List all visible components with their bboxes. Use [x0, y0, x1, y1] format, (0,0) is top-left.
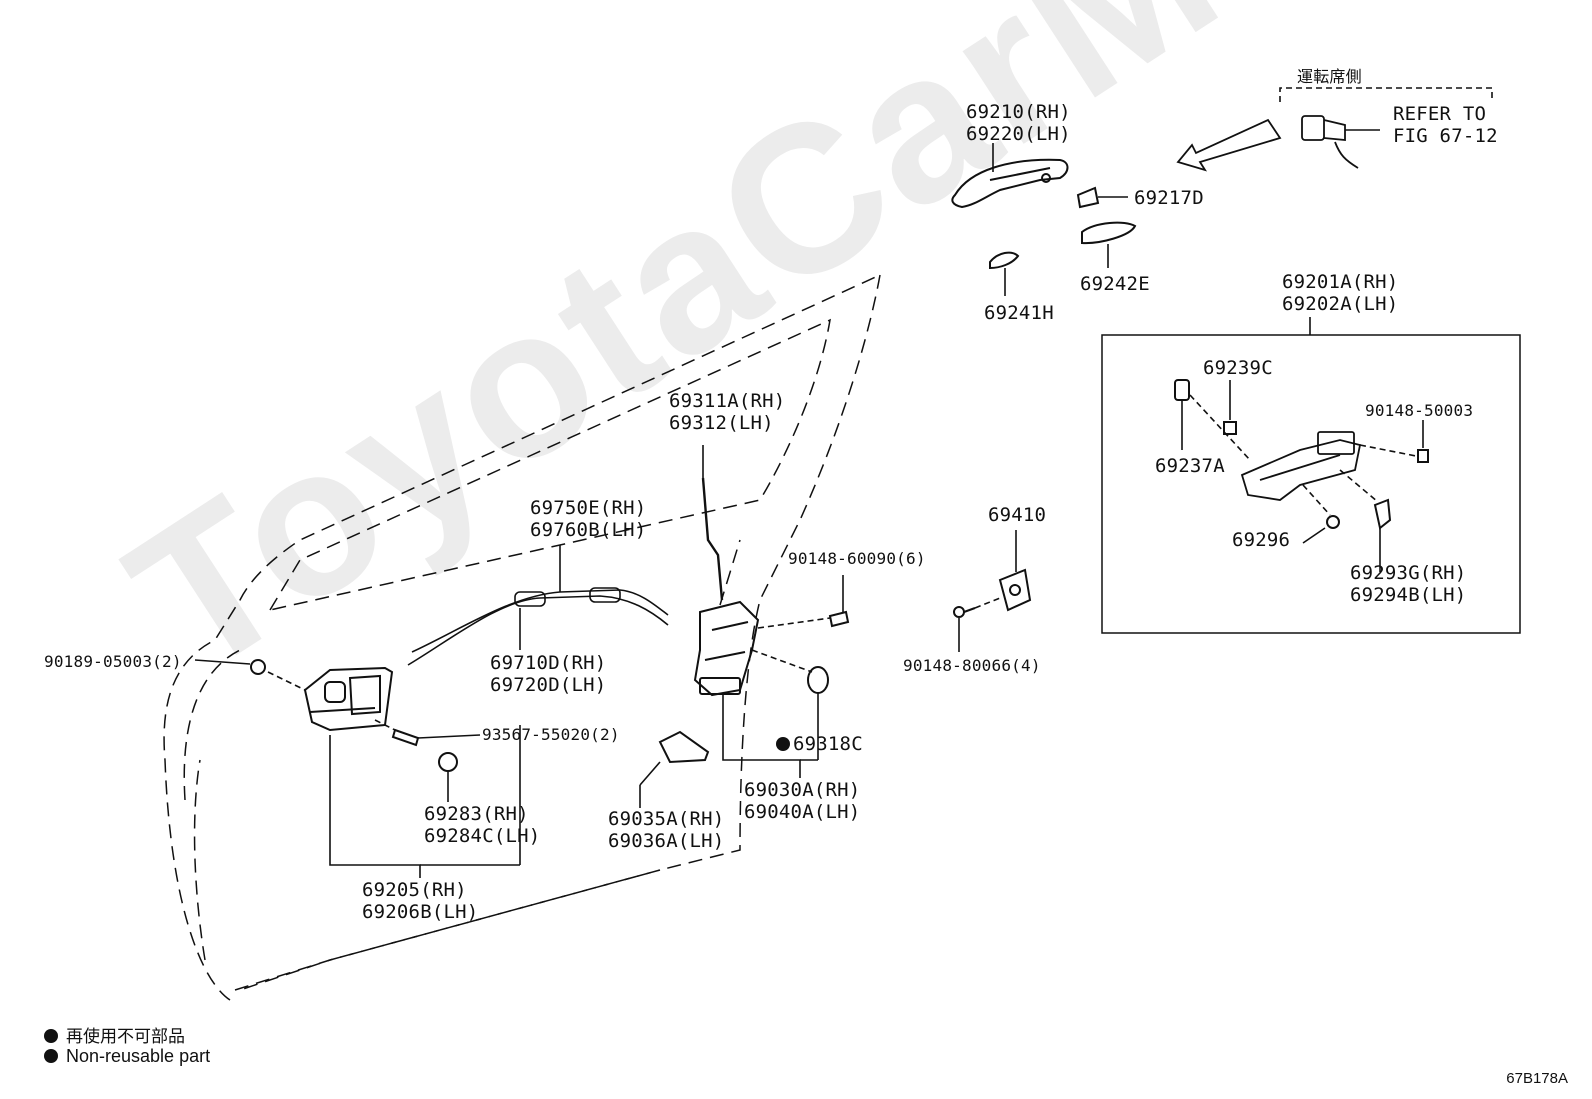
label-69237A: 69237A	[1155, 455, 1225, 477]
part-69239C	[1223, 421, 1237, 435]
label-90148-80066: 90148-80066(4)	[903, 656, 1041, 675]
label-69296: 69296	[1232, 529, 1291, 551]
outside-handle-69210	[951, 158, 1069, 209]
rod-69311A	[701, 477, 724, 601]
figure-code: 67B178A	[1506, 1070, 1568, 1087]
label-69311A: 69311A(RH)69312(LH)	[669, 390, 786, 434]
legend-en: Non-reusable part	[44, 1046, 210, 1067]
label-refer-to: REFER TO FIG 67-12	[1393, 103, 1498, 147]
driver-side-bracket	[1279, 87, 1493, 102]
label-69210: 69210(RH)69220(LH)	[966, 101, 1071, 145]
clip-90189-05003	[250, 659, 266, 675]
part-69296	[1326, 515, 1340, 529]
label-69217D: 69217D	[1134, 187, 1204, 209]
legend-jp: 再使用不可部品	[44, 1022, 185, 1047]
assembly-box	[1101, 334, 1521, 634]
label-69242E: 69242E	[1080, 273, 1150, 295]
cap-69283	[438, 752, 458, 772]
legend-dot-icon	[44, 1049, 58, 1063]
label-69035A: 69035A(RH)69036A(LH)	[608, 808, 725, 852]
label-90148-50003: 90148-50003	[1365, 401, 1474, 420]
label-69205: 69205(RH)69206B(LH)	[362, 879, 479, 923]
label-69710D: 69710D(RH)69720D(LH)	[490, 652, 607, 696]
striker-69410	[998, 568, 1032, 612]
label-90148-60090: 90148-60090(6)	[788, 549, 926, 568]
cables	[407, 587, 669, 666]
screw-90148-50003	[1417, 449, 1429, 463]
part-69241H	[989, 251, 1020, 270]
inside-handle-69205	[303, 666, 394, 732]
screw-90148-60090	[828, 610, 850, 628]
part-69293G	[1373, 498, 1392, 530]
direction-arrow	[1176, 118, 1282, 172]
label-69239C: 69239C	[1203, 357, 1273, 379]
non-reusable-dot-icon	[776, 737, 790, 751]
part-69237A	[1174, 379, 1190, 401]
label-69030A: 69030A(RH)69040A(LH)	[744, 779, 861, 823]
label-driver-side: 運転席側	[1297, 67, 1362, 86]
label-69318C: 69318C	[776, 733, 863, 755]
label-93567-55020: 93567-55020(2)	[482, 725, 620, 744]
bracket-69205	[329, 735, 421, 878]
label-69293G: 69293G(RH)69294B(LH)	[1350, 562, 1467, 606]
lock-cylinder	[1301, 115, 1359, 169]
label-90189-05003: 90189-05003(2)	[44, 652, 182, 671]
handle-frame	[1240, 431, 1362, 501]
bracket-69030A	[722, 695, 801, 778]
door-lock-assembly	[693, 600, 760, 697]
label-69750E: 69750E(RH)69760B(LH)	[530, 497, 647, 541]
screw-90148-80066	[953, 606, 976, 618]
label-69241H: 69241H	[984, 302, 1054, 324]
part-69217D	[1076, 186, 1100, 209]
label-69410: 69410	[988, 504, 1047, 526]
screw-93567-55020	[391, 728, 420, 747]
door-outline	[163, 274, 881, 1001]
label-69283: 69283(RH)69284C(LH)	[424, 803, 541, 847]
part-69242E	[1081, 221, 1137, 245]
label-69201A: 69201A(RH)69202A(LH)	[1282, 271, 1399, 315]
part-69035A	[658, 730, 710, 764]
legend-dot-icon	[44, 1029, 58, 1043]
